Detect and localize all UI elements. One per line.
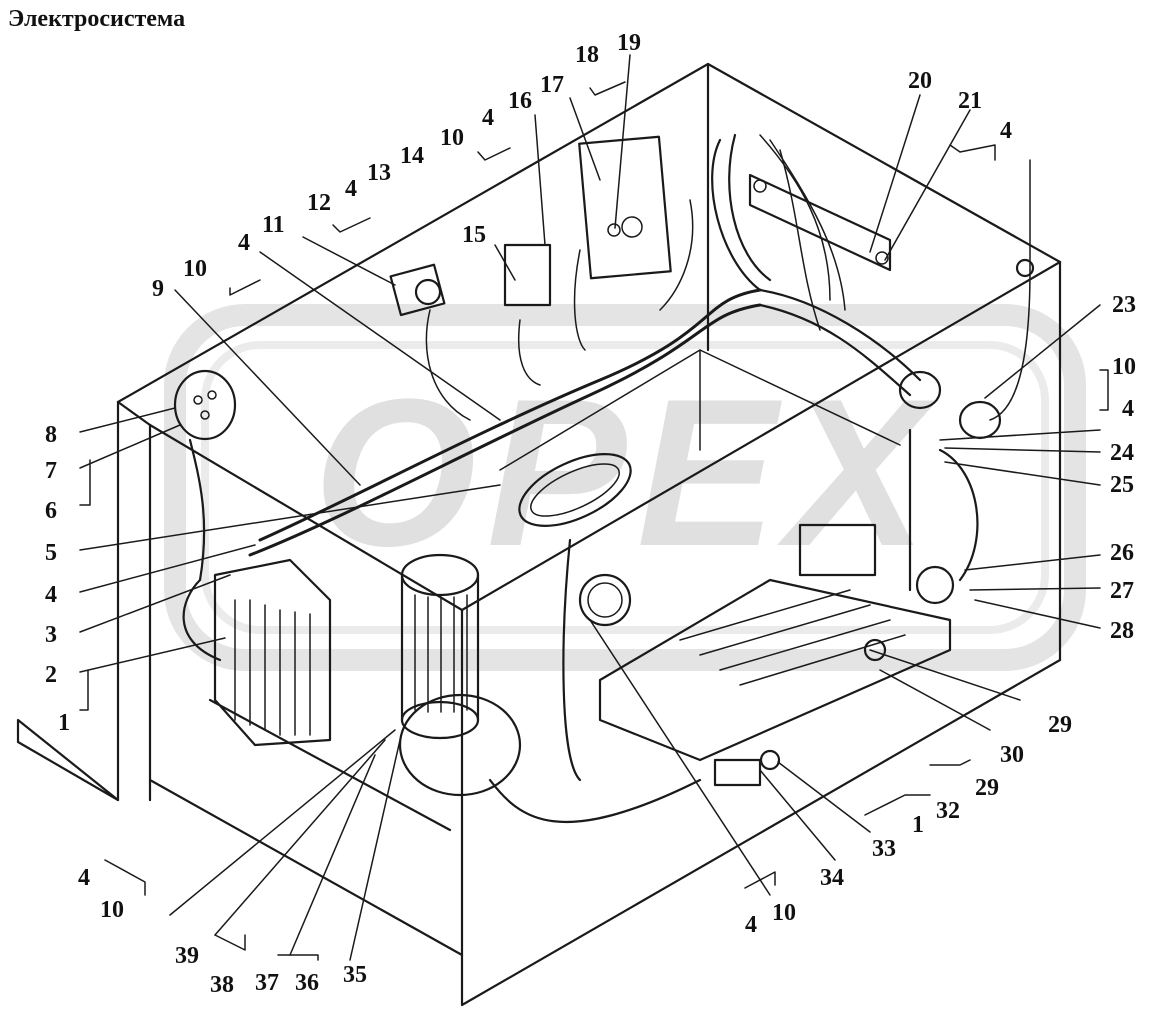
battery-block: [213, 558, 332, 747]
callout-34: 34: [820, 865, 844, 891]
callout-2: 2: [45, 662, 57, 688]
callout-17: 17: [540, 72, 564, 98]
callout-37: 37: [255, 970, 279, 996]
callout-4: 4: [78, 865, 90, 891]
callout-10: 10: [1112, 354, 1136, 380]
callout-36: 36: [295, 970, 319, 996]
callout-39: 39: [175, 943, 199, 969]
callout-11: 11: [262, 212, 285, 238]
callout-19: 19: [617, 30, 641, 56]
callout-26: 26: [1110, 540, 1134, 566]
callout-10: 10: [772, 900, 796, 926]
relay-17: [578, 135, 672, 280]
callout-5: 5: [45, 540, 57, 566]
callout-4: 4: [1122, 396, 1134, 422]
callout-1: 1: [912, 812, 924, 838]
callout-6: 6: [45, 498, 57, 524]
callout-14: 14: [400, 143, 424, 169]
callout-10: 10: [440, 125, 464, 151]
callout-10: 10: [183, 256, 207, 282]
callout-4: 4: [482, 105, 494, 131]
callout-15: 15: [462, 222, 486, 248]
leader-lines: [79, 54, 1109, 961]
cable-harness: [182, 133, 1031, 823]
relay-box: [798, 523, 877, 577]
terminal-plate-left: [173, 369, 237, 441]
callout-33: 33: [872, 836, 896, 862]
callout-21: 21: [958, 88, 982, 114]
callout-3: 3: [45, 622, 57, 648]
callout-20: 20: [908, 68, 932, 94]
callout-13: 13: [367, 160, 391, 186]
callout-18: 18: [575, 42, 599, 68]
watermark: OPEX: [164, 304, 1086, 671]
callout-32: 32: [936, 798, 960, 824]
callout-4: 4: [1000, 118, 1012, 144]
relay-15: [503, 243, 552, 307]
fuse-block: [598, 578, 952, 762]
callout-29: 29: [1048, 712, 1072, 738]
callout-35: 35: [343, 962, 367, 988]
callout-24: 24: [1110, 440, 1134, 466]
components: [173, 135, 1035, 832]
callout-4: 4: [345, 176, 357, 202]
callout-30: 30: [1000, 742, 1024, 768]
callout-4: 4: [238, 230, 250, 256]
callout-4: 4: [745, 912, 757, 938]
diagram-title: Электросистема: [8, 6, 186, 32]
callout-8: 8: [45, 422, 57, 448]
callout-29: 29: [975, 775, 999, 801]
callout-27: 27: [1110, 578, 1134, 604]
callout-7: 7: [45, 458, 57, 484]
callout-16: 16: [508, 88, 532, 114]
callout-10: 10: [100, 897, 124, 923]
callout-9: 9: [152, 276, 164, 302]
callout-25: 25: [1110, 472, 1134, 498]
cabinet-box: [16, 62, 1062, 1007]
callout-12: 12: [307, 190, 331, 216]
callout-28: 28: [1110, 618, 1134, 644]
callout-38: 38: [210, 972, 234, 998]
callout-1: 1: [58, 710, 70, 736]
callout-4: 4: [45, 582, 57, 608]
watermark-text: OPEX: [313, 355, 937, 590]
callout-labels: 8 7 6 5 4 3 2 1 9 10 4 11 12 4 13 14 10 …: [45, 30, 1136, 998]
callout-23: 23: [1112, 292, 1136, 318]
terminal-strip: [748, 173, 892, 272]
